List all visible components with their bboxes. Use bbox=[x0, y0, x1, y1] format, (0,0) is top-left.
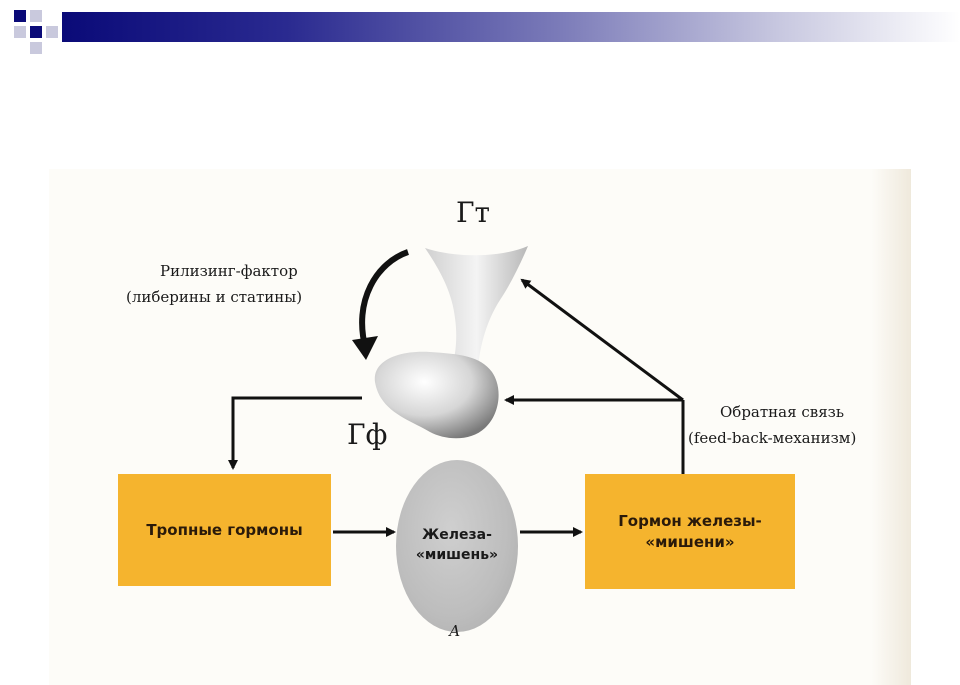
target-gland-ellipse: Железа- «мишень» bbox=[396, 460, 518, 632]
target-hormone-box: Гормон железы- «мишени» bbox=[585, 474, 795, 589]
releasing-factor-label-line1: Рилизинг-фактор bbox=[160, 262, 298, 280]
releasing-factor-arrowhead bbox=[352, 336, 378, 360]
feedback-label-line1: Обратная связь bbox=[720, 403, 844, 421]
target-gland-text-line1: Железа- bbox=[422, 526, 492, 546]
target-hormone-text-line2: «мишени» bbox=[645, 532, 734, 552]
tropic-hormones-text: Тропные гормоны bbox=[146, 520, 302, 540]
pituitary-label: Гф bbox=[347, 418, 387, 451]
tropic-hormones-box: Тропные гормоны bbox=[118, 474, 331, 586]
hypothalamus-label: Гт bbox=[456, 196, 490, 229]
releasing-factor-arrow bbox=[362, 252, 408, 350]
target-hormone-text-line1: Гормон железы- bbox=[618, 511, 762, 531]
figure-letter: А bbox=[449, 622, 460, 640]
pituitary-to-tropic-arrow bbox=[233, 398, 362, 468]
releasing-factor-label-line2: (либерины и статины) bbox=[126, 288, 302, 306]
target-gland-text-line2: «мишень» bbox=[416, 546, 498, 566]
feedback-label-line2: (feed-back-механизм) bbox=[688, 429, 856, 447]
pituitary-shape bbox=[375, 352, 499, 439]
feedback-to-hypothalamus-arrow bbox=[522, 280, 683, 400]
hypothalamus-shape bbox=[425, 246, 528, 368]
